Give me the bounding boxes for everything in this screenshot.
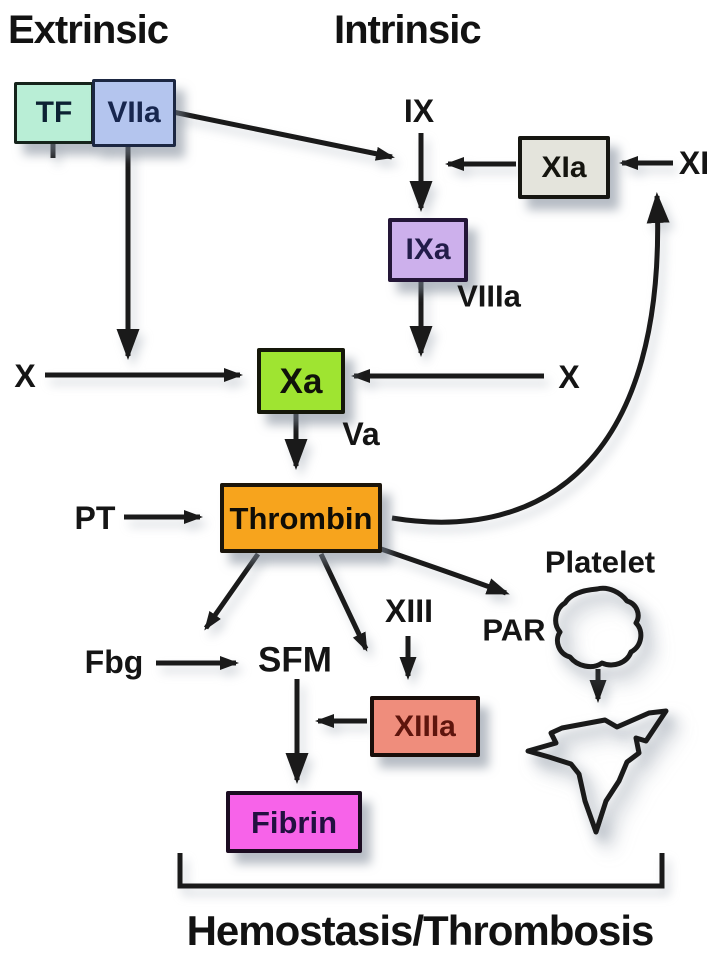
arrow-thrombin-to-par (380, 546, 510, 596)
node-fibrin: Fibrin (226, 791, 362, 853)
node-thrombin: Thrombin (220, 483, 382, 553)
bracket (177, 853, 665, 889)
label-ix: IX (403, 93, 435, 129)
node-xiiia: XIIIa (370, 696, 480, 757)
node-tf: TF (14, 82, 94, 144)
node-xa: Xa (257, 348, 345, 414)
title-intrinsic: Intrinsic (334, 8, 482, 52)
label-xi: XI (678, 145, 710, 181)
arrow-thrombin-to-xi-feedback (391, 192, 670, 525)
arrow-thrombin-to-sfm (318, 552, 369, 652)
label-par: PAR (482, 612, 546, 648)
label-viiia: VIIIa (457, 278, 521, 314)
label-fbg: Fbg (84, 644, 144, 680)
title-extrinsic: Extrinsic (8, 8, 169, 52)
node-xia: XIa (518, 136, 610, 199)
label-xiii: XIII (384, 593, 434, 629)
arrow-tfviia-to-ix-junction (172, 109, 395, 161)
label-va: Va (342, 416, 380, 452)
label-sfm: SFM (258, 640, 332, 680)
caption-hemostasis-thrombosis: Hemostasis/Thrombosis (186, 907, 655, 954)
node-viia: VIIa (92, 79, 176, 147)
arrow-thrombin-to-fbg-sfm (203, 552, 261, 631)
label-platelet: Platelet (544, 544, 656, 580)
node-ixa: IXa (388, 218, 468, 282)
label-x-right: X (558, 359, 580, 395)
label-pt: PT (74, 500, 116, 536)
platelet-icon (553, 585, 644, 670)
activated-platelet-icon (525, 708, 669, 835)
label-x-left: X (14, 358, 36, 394)
